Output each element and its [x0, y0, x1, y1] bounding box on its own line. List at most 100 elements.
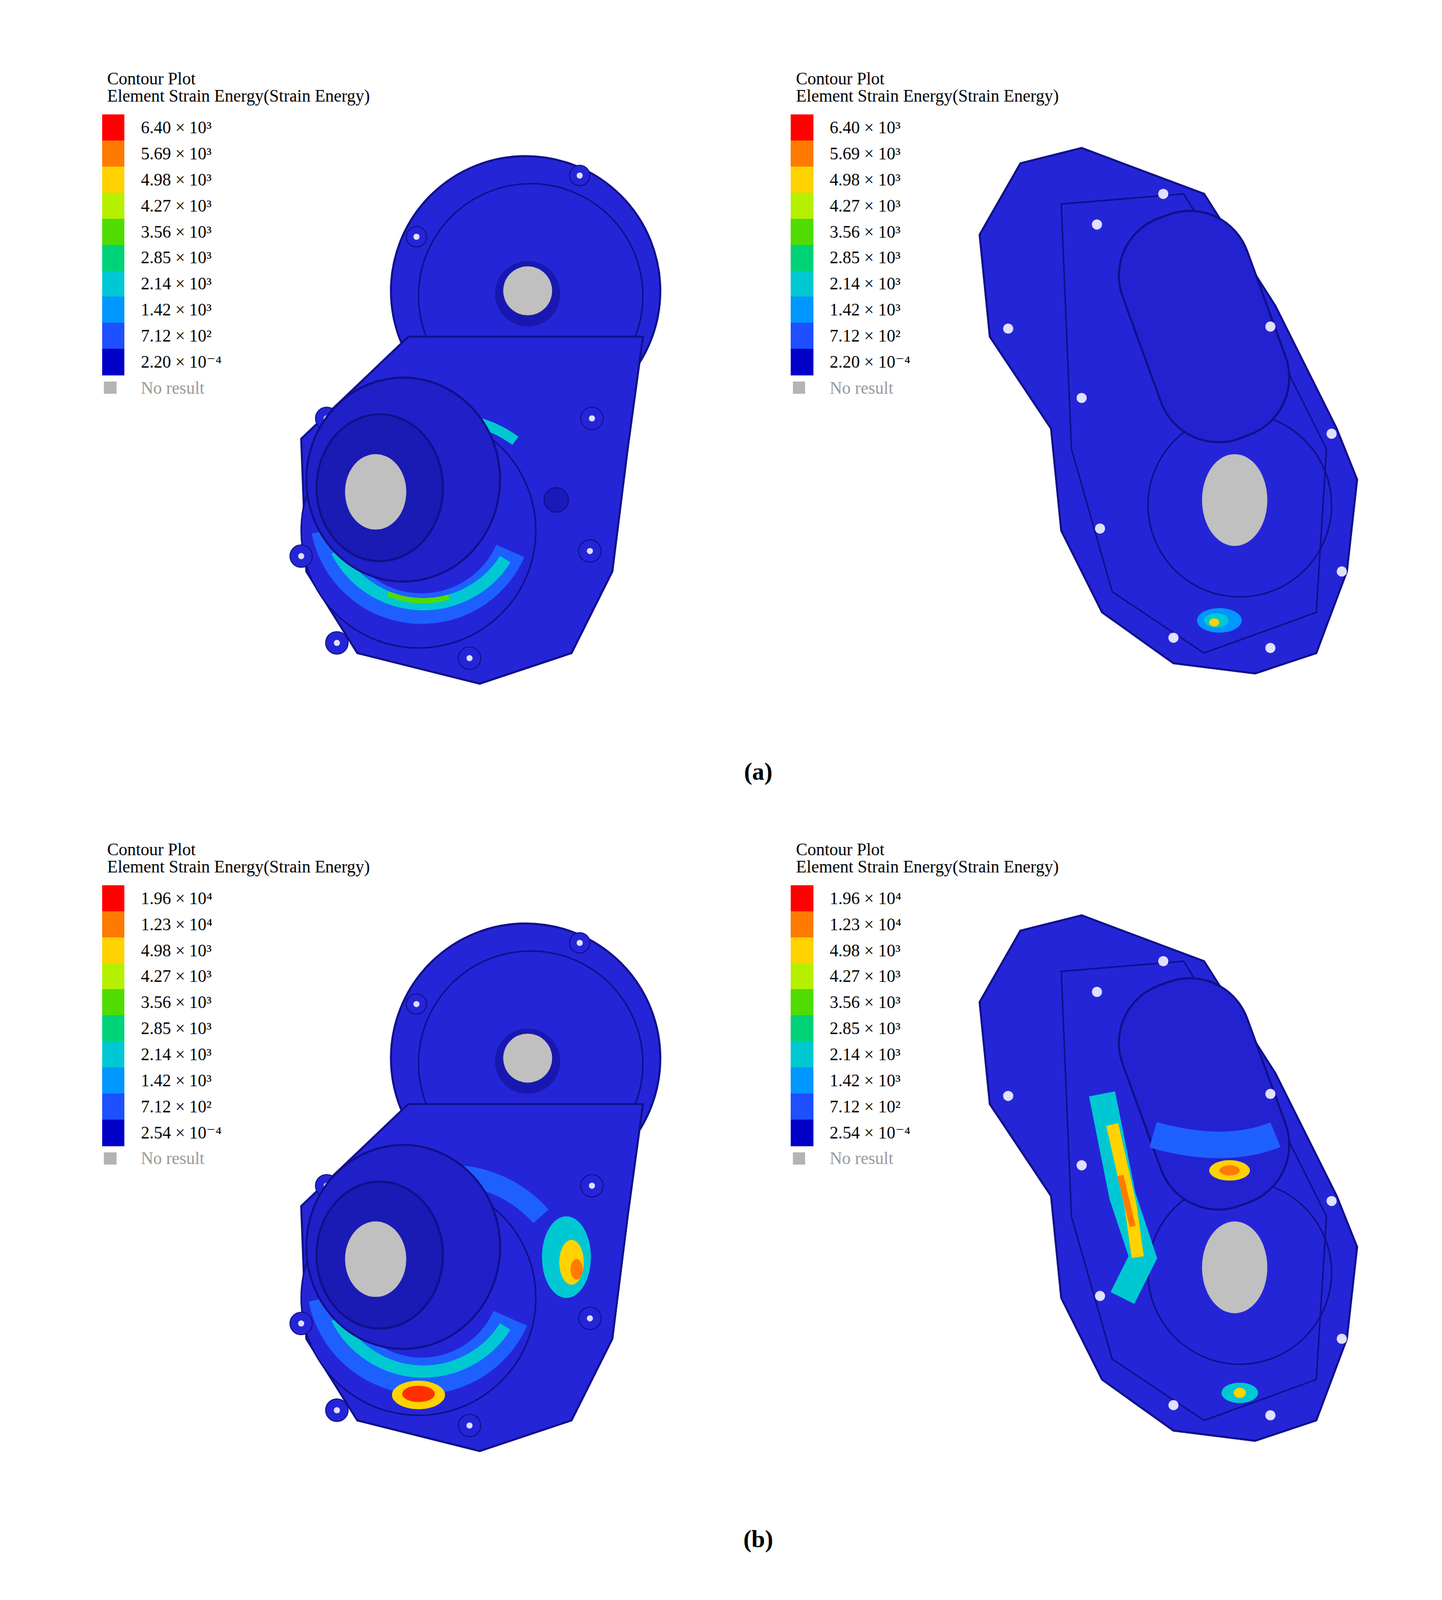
legend-swatch: [103, 381, 117, 394]
legend-swatch: [790, 218, 813, 246]
panel-caption: (b): [743, 1524, 774, 1555]
legend-swatch: [102, 270, 125, 298]
legend-swatch: [790, 911, 813, 938]
legend-swatch: [102, 1119, 125, 1147]
legend-value: 1.23 × 10⁴: [141, 913, 213, 935]
legend-swatch: [790, 1067, 813, 1094]
legend-value: 3.56 × 10³: [141, 991, 213, 1013]
legend-swatch: [790, 885, 813, 912]
legend-value: 1.42 × 10³: [141, 1069, 213, 1091]
legend-value: 4.98 × 10³: [829, 169, 901, 190]
legend-value: 5.69 × 10³: [141, 143, 213, 164]
legend-value: 4.27 × 10³: [141, 965, 213, 987]
legend-swatch: [790, 140, 813, 168]
legend-swatch: [790, 1041, 813, 1068]
legend-swatch: [103, 1152, 117, 1165]
legend-swatch: [102, 885, 125, 912]
legend-note: No result: [141, 1147, 205, 1169]
legend-value: 4.98 × 10³: [141, 940, 213, 961]
plot-title: Contour Plot: [796, 68, 885, 89]
legend-value: 2.20 × 10⁻⁴: [829, 351, 911, 373]
plot-subtitle: Element Strain Energy(Strain Energy): [796, 856, 1059, 877]
legend-value: 7.12 × 10²: [829, 1096, 901, 1117]
plot-title: Contour Plot: [107, 838, 196, 860]
legend-value: 4.98 × 10³: [141, 169, 213, 190]
legend-swatch: [790, 988, 813, 1016]
legend-swatch: [102, 1067, 125, 1094]
legend-note: No result: [829, 1147, 894, 1169]
legend-value: 4.98 × 10³: [829, 940, 901, 961]
legend-value: 2.85 × 10³: [829, 247, 901, 268]
legend-swatch: [102, 322, 125, 350]
legend-value: 2.14 × 10³: [829, 273, 901, 294]
legend-swatch: [790, 270, 813, 298]
legend-swatch: [790, 296, 813, 324]
plot-subtitle: Element Strain Energy(Strain Energy): [107, 85, 370, 107]
legend-value: 1.96 × 10⁴: [141, 887, 213, 909]
legend-value: 4.27 × 10³: [829, 965, 901, 987]
legend-swatch: [792, 1152, 806, 1165]
legend-value: 3.56 × 10³: [829, 221, 901, 243]
legend-swatch: [790, 963, 813, 991]
legend-value: 3.56 × 10³: [141, 221, 213, 243]
legend-value: 2.85 × 10³: [141, 247, 213, 268]
legend-value: 6.40 × 10³: [141, 117, 213, 138]
legend-swatch: [102, 114, 125, 142]
legend-swatch: [102, 937, 125, 964]
plot-title: Contour Plot: [107, 68, 196, 89]
legend-swatch: [102, 218, 125, 246]
legend-value: 6.40 × 10³: [829, 117, 901, 138]
legend-swatch: [790, 244, 813, 272]
legend-value: 1.42 × 10³: [829, 299, 901, 320]
legend-swatch: [102, 244, 125, 272]
legend-value: 7.12 × 10²: [141, 325, 213, 346]
legend-swatch: [790, 348, 813, 376]
legend-swatch: [102, 1093, 125, 1120]
legend-value: 1.42 × 10³: [141, 299, 213, 320]
panel-caption: (a): [744, 757, 773, 787]
plot-subtitle: Element Strain Energy(Strain Energy): [796, 85, 1059, 107]
legend-swatch: [792, 381, 806, 394]
legend-swatch: [790, 114, 813, 142]
legend-value: 4.27 × 10³: [141, 195, 213, 216]
legend-value: 2.54 × 10⁻⁴: [829, 1122, 911, 1143]
legend-value: 4.27 × 10³: [829, 195, 901, 216]
legend-swatch: [102, 1041, 125, 1068]
plot-title: Contour Plot: [796, 838, 885, 860]
plot-subtitle: Element Strain Energy(Strain Energy): [107, 856, 370, 877]
legend-value: 1.96 × 10⁴: [829, 887, 902, 909]
legend-swatch: [102, 166, 125, 194]
legend-swatch: [102, 192, 125, 220]
legend-swatch: [790, 937, 813, 964]
legend-swatch: [102, 140, 125, 168]
legend-value: 1.23 × 10⁴: [829, 913, 902, 935]
legend-swatch: [790, 1119, 813, 1147]
legend-value: 2.85 × 10³: [829, 1017, 901, 1039]
legend-value: 7.12 × 10²: [141, 1096, 213, 1117]
legend-swatch: [790, 166, 813, 194]
legend-value: 2.85 × 10³: [141, 1017, 213, 1039]
legend-swatch: [102, 963, 125, 991]
legend-value: 7.12 × 10²: [829, 325, 901, 346]
legend-note: No result: [829, 377, 894, 399]
legend-swatch: [102, 911, 125, 938]
legend-swatch: [102, 1015, 125, 1042]
legend-value: 5.69 × 10³: [829, 143, 901, 164]
legend-swatch: [790, 192, 813, 220]
legend-swatch: [790, 1015, 813, 1042]
legend-value: 2.14 × 10³: [141, 273, 213, 294]
legend-note: No result: [141, 377, 205, 399]
legend-swatch: [102, 296, 125, 324]
legend-value: 2.14 × 10³: [141, 1043, 213, 1065]
legend-swatch: [102, 348, 125, 376]
legend-swatch: [790, 1093, 813, 1120]
legend-value: 1.42 × 10³: [829, 1069, 901, 1091]
legend-value: 2.14 × 10³: [829, 1043, 901, 1065]
legend-value: 2.20 × 10⁻⁴: [141, 351, 222, 373]
legend-value: 2.54 × 10⁻⁴: [141, 1122, 222, 1143]
legend-swatch: [102, 988, 125, 1016]
legend-swatch: [790, 322, 813, 350]
legend-value: 3.56 × 10³: [829, 991, 901, 1013]
